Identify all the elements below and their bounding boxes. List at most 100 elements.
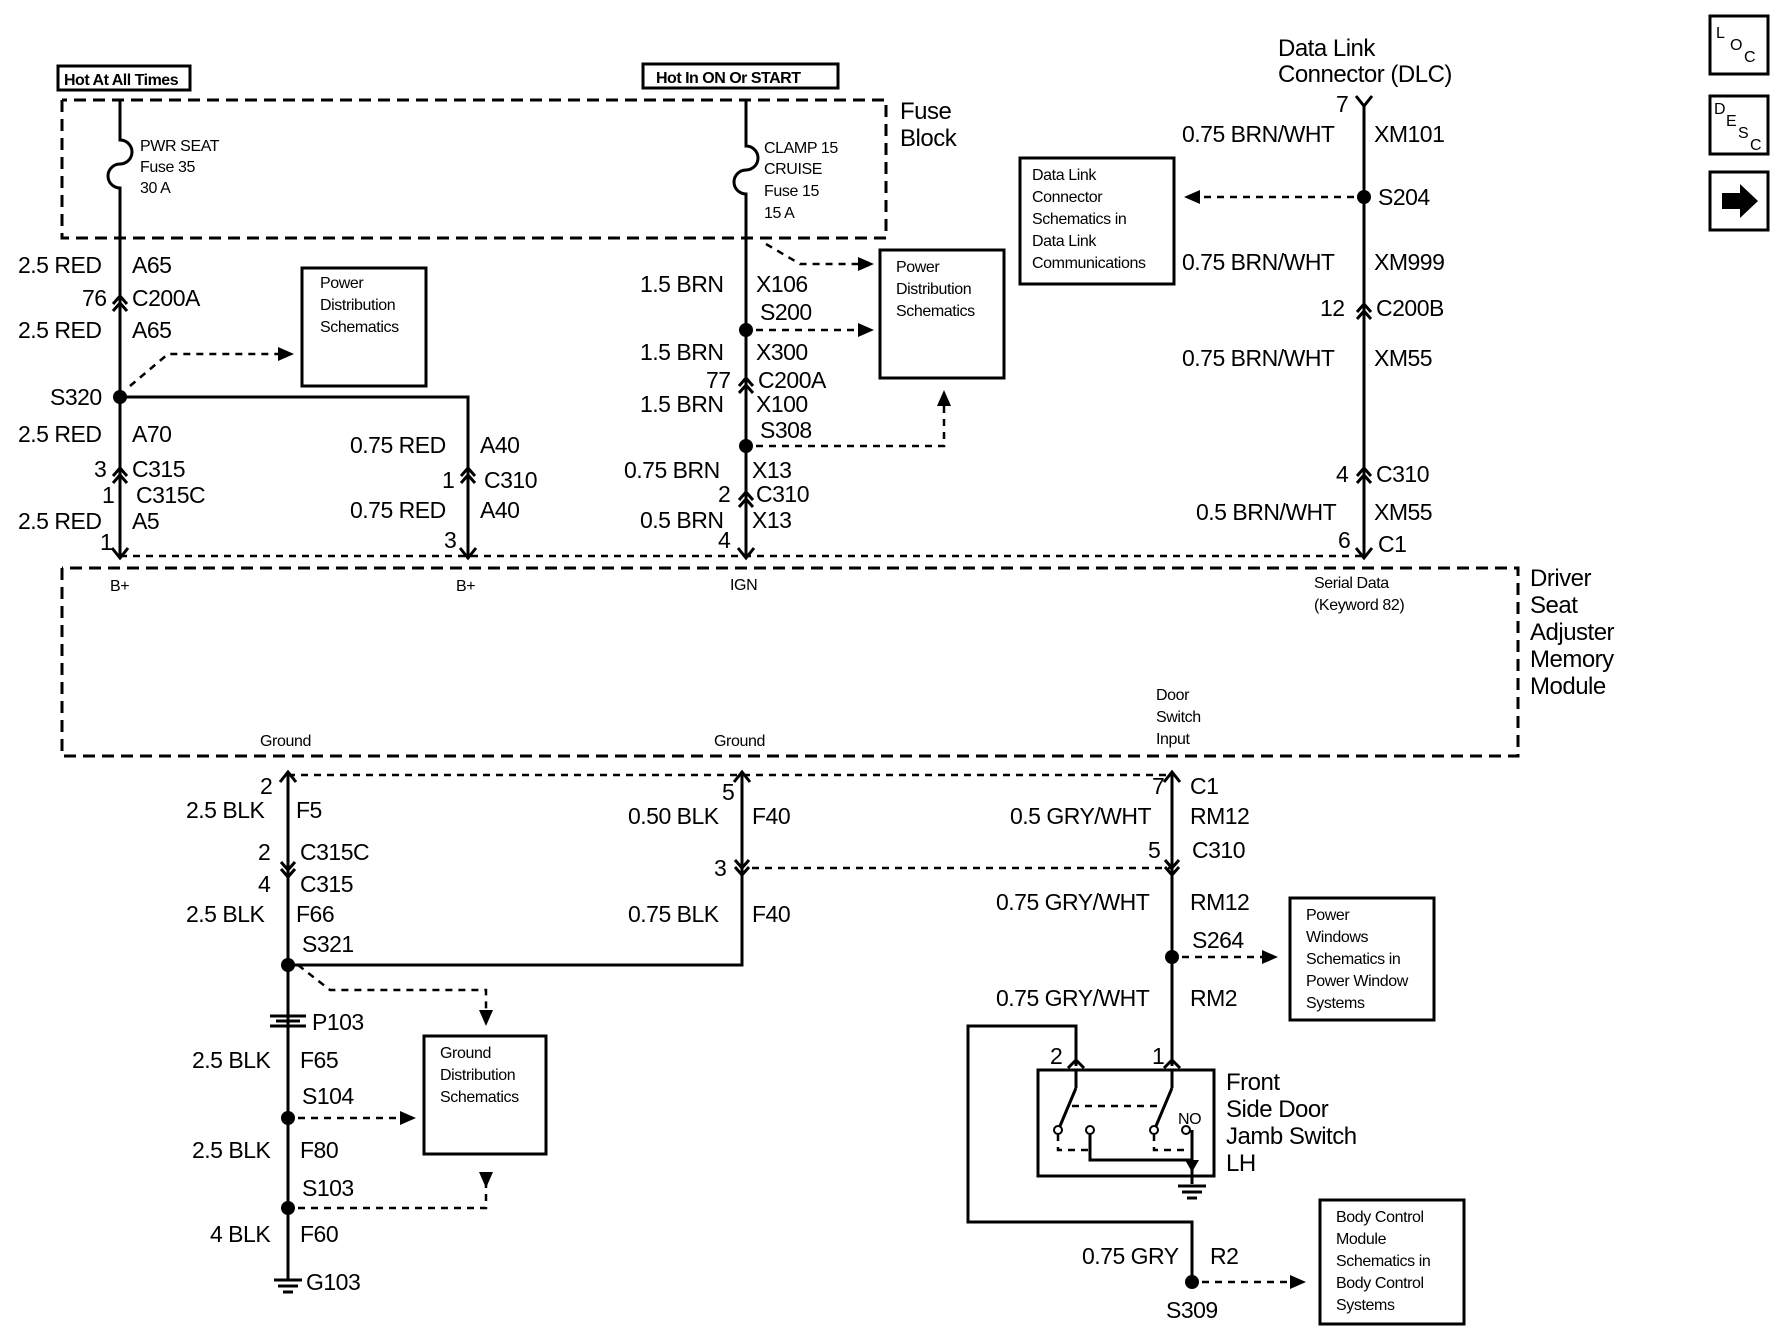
svg-text:7: 7 xyxy=(1336,91,1348,117)
svg-text:0.75 GRY/WHT: 0.75 GRY/WHT xyxy=(996,985,1150,1011)
svg-text:0.5 BRN/WHT: 0.5 BRN/WHT xyxy=(1196,499,1337,525)
loc-button[interactable]: L O C xyxy=(1708,14,1770,76)
svg-text:P103: P103 xyxy=(312,1009,364,1035)
svg-text:Distribution: Distribution xyxy=(440,1067,515,1084)
svg-text:1: 1 xyxy=(102,482,114,508)
door-jamb-switch: NO xyxy=(1036,1057,1216,1200)
svg-text:Distribution: Distribution xyxy=(320,297,395,314)
right-arrow-icon xyxy=(1722,184,1758,218)
svg-text:2: 2 xyxy=(260,773,272,799)
power-distribution-box-2: Power Distribution Schematics xyxy=(878,248,1006,380)
svg-text:Input: Input xyxy=(1156,731,1191,748)
svg-text:S320: S320 xyxy=(50,384,102,410)
svg-text:CLAMP 15: CLAMP 15 xyxy=(764,140,838,157)
svg-text:XM101: XM101 xyxy=(1374,121,1444,147)
desc-button[interactable]: D E S C xyxy=(1708,94,1770,156)
svg-text:S: S xyxy=(1738,125,1748,142)
svg-text:Driver: Driver xyxy=(1530,565,1592,592)
svg-text:0.75 BRN/WHT: 0.75 BRN/WHT xyxy=(1182,345,1335,371)
svg-text:LH: LH xyxy=(1226,1150,1256,1177)
svg-text:L: L xyxy=(1716,25,1725,42)
svg-text:A40: A40 xyxy=(480,497,519,523)
svg-text:Power: Power xyxy=(1306,907,1350,924)
hot-at-all-times-label: Hot At All Times xyxy=(56,64,192,92)
fuse-15: CLAMP 15 CRUISE Fuse 15 15 A xyxy=(732,100,839,238)
svg-text:2: 2 xyxy=(1050,1043,1062,1069)
svg-text:RM2: RM2 xyxy=(1190,985,1237,1011)
svg-text:F40: F40 xyxy=(752,901,790,927)
svg-text:C315C: C315C xyxy=(300,839,369,865)
svg-text:C315C: C315C xyxy=(136,482,205,508)
svg-text:Fuse: Fuse xyxy=(900,98,952,125)
svg-text:0.50 BLK: 0.50 BLK xyxy=(628,803,720,829)
svg-text:Ground: Ground xyxy=(260,733,311,750)
svg-text:4: 4 xyxy=(718,527,731,553)
svg-text:C1: C1 xyxy=(1190,773,1218,799)
svg-text:4: 4 xyxy=(1336,461,1349,487)
svg-text:PWR SEAT: PWR SEAT xyxy=(140,138,220,155)
svg-text:76: 76 xyxy=(82,285,107,311)
svg-text:C310: C310 xyxy=(1192,837,1245,863)
svg-text:S264: S264 xyxy=(1192,927,1244,953)
svg-text:Windows: Windows xyxy=(1306,929,1369,946)
svg-text:S204: S204 xyxy=(1378,184,1430,210)
svg-text:C310: C310 xyxy=(484,467,537,493)
svg-text:7: 7 xyxy=(1152,773,1164,799)
svg-text:0.75 BRN/WHT: 0.75 BRN/WHT xyxy=(1182,249,1335,275)
svg-text:F60: F60 xyxy=(300,1221,338,1247)
svg-text:Fuse 35: Fuse 35 xyxy=(140,159,196,176)
svg-text:X106: X106 xyxy=(756,271,808,297)
svg-text:0.75 BRN: 0.75 BRN xyxy=(624,457,720,483)
svg-text:S200: S200 xyxy=(760,299,812,325)
svg-text:Hot In ON Or START: Hot In ON Or START xyxy=(656,70,801,87)
svg-text:A40: A40 xyxy=(480,432,519,458)
svg-text:C315: C315 xyxy=(132,456,185,482)
switch-ground-icon xyxy=(1178,1176,1206,1200)
next-arrow-button[interactable] xyxy=(1708,170,1770,232)
circuit-rm12-r2: NO 7 C1 0.5 GRY/WHT RM12 5 C310 0.75 GRY… xyxy=(966,769,1357,1323)
body-control-module-box: Body Control Module Schematics in Body C… xyxy=(1318,1198,1466,1326)
svg-text:2.5 BLK: 2.5 BLK xyxy=(186,797,265,823)
svg-text:Module: Module xyxy=(1336,1231,1387,1248)
svg-text:Schematics in: Schematics in xyxy=(1306,951,1400,968)
circuit-a40: 0.75 RED A40 1 C310 0.75 RED A40 3 xyxy=(350,432,537,553)
svg-text:Switch: Switch xyxy=(1156,709,1201,726)
svg-text:F40: F40 xyxy=(752,803,790,829)
svg-text:2: 2 xyxy=(258,839,270,865)
power-distribution-box-1: Power Distribution Schematics xyxy=(300,266,428,388)
power-windows-box: Power Windows Schematics in Power Window… xyxy=(1288,896,1436,1022)
svg-text:RM12: RM12 xyxy=(1190,803,1249,829)
svg-text:Memory: Memory xyxy=(1530,646,1614,673)
svg-text:0.75 RED: 0.75 RED xyxy=(350,497,446,523)
svg-text:O: O xyxy=(1730,37,1742,54)
svg-text:Ground: Ground xyxy=(440,1045,491,1062)
svg-text:A65: A65 xyxy=(132,317,171,343)
svg-text:15 A: 15 A xyxy=(764,205,795,222)
hot-in-on-or-start-label: Hot In ON Or START xyxy=(641,62,840,90)
svg-text:5: 5 xyxy=(1148,837,1160,863)
splice-s309 xyxy=(1185,1275,1199,1289)
splice-s200 xyxy=(739,323,753,337)
svg-text:C: C xyxy=(1744,49,1755,66)
svg-text:S103: S103 xyxy=(302,1175,354,1201)
svg-text:0.5 BRN: 0.5 BRN xyxy=(640,507,723,533)
svg-text:1: 1 xyxy=(442,467,454,493)
svg-text:IGN: IGN xyxy=(730,577,757,594)
svg-text:1.5 BRN: 1.5 BRN xyxy=(640,271,723,297)
ground-g103-icon xyxy=(274,1278,302,1294)
svg-text:0.75 GRY/WHT: 0.75 GRY/WHT xyxy=(996,889,1150,915)
splice-s204 xyxy=(1357,190,1371,204)
svg-text:Seat: Seat xyxy=(1530,592,1578,619)
svg-text:Power: Power xyxy=(896,259,940,276)
svg-text:0.75 RED: 0.75 RED xyxy=(350,432,446,458)
svg-text:Schematics: Schematics xyxy=(320,319,399,336)
svg-text:F5: F5 xyxy=(296,797,322,823)
svg-text:2: 2 xyxy=(718,481,730,507)
svg-text:Communications: Communications xyxy=(1032,255,1146,272)
svg-text:Module: Module xyxy=(1530,673,1606,700)
svg-text:(Keyword 82): (Keyword 82) xyxy=(1314,597,1404,614)
svg-text:2.5 RED: 2.5 RED xyxy=(18,421,101,447)
svg-text:Body Control: Body Control xyxy=(1336,1275,1424,1292)
circuit-f40: 5 0.50 BLK F40 3 0.75 BLK F40 xyxy=(628,769,1172,927)
